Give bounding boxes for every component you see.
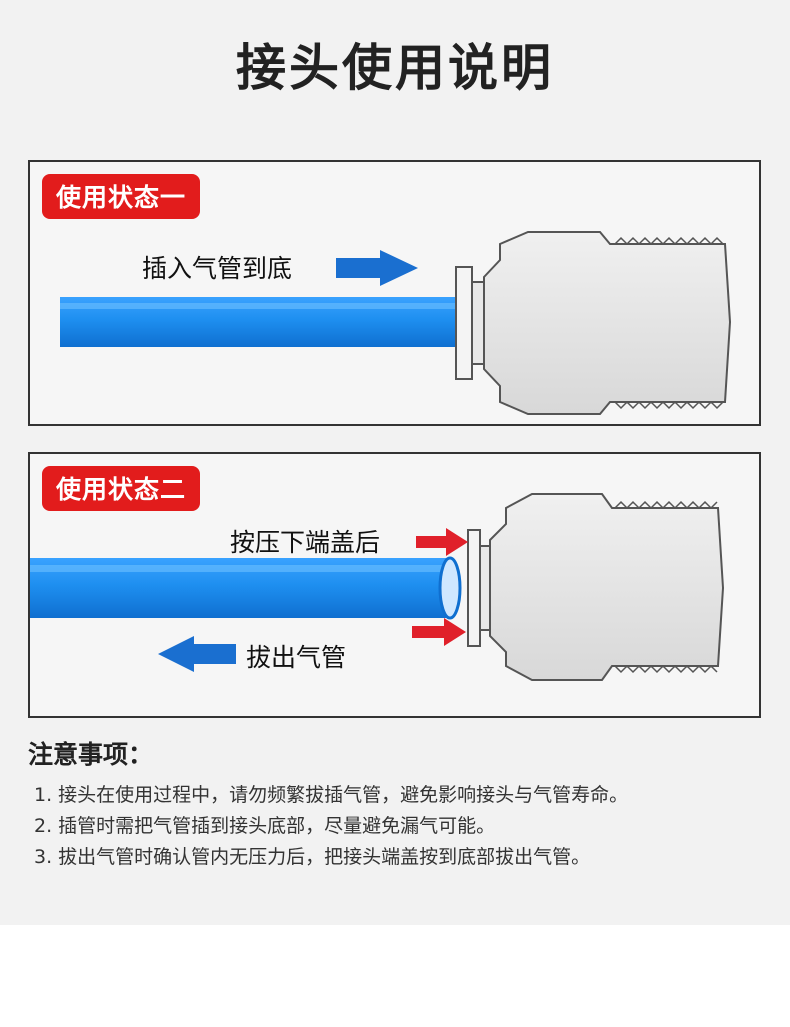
press-instruction: 按压下端盖后 <box>230 528 381 557</box>
page-title: 接头使用说明 <box>236 39 554 97</box>
note-item: 2. 插管时需把气管插到接头底部，尽量避免漏气可能。 <box>34 815 496 837</box>
usage-state-1-badge: 使用状态一 <box>42 174 201 219</box>
usage-state-1-panel: 使用状态一 插入气管到底 <box>28 160 761 426</box>
fitting-body <box>489 493 725 681</box>
fitting-cap <box>455 266 473 380</box>
note-item: 1. 接头在使用过程中，请勿频繁拔插气管，避免影响接头与气管寿命。 <box>34 784 629 806</box>
pull-arrow <box>158 636 236 672</box>
usage-state-2-panel: 使用状态二 按压下端盖后 拔出气管 <box>28 452 761 718</box>
insert-instruction: 插入气管到底 <box>142 254 293 283</box>
insert-arrow <box>336 250 418 286</box>
fitting-cap <box>467 529 481 647</box>
tube-end <box>438 556 462 620</box>
note-item: 3. 拔出气管时确认管内无压力后，把接头端盖按到底部拔出气管。 <box>34 846 591 868</box>
press-arrow-bottom <box>412 618 466 646</box>
remove-tube-diagram <box>30 493 725 681</box>
notes-list: 1. 接头在使用过程中，请勿频繁拔插气管，避免影响接头与气管寿命。 2. 插管时… <box>34 780 628 873</box>
press-arrow-top <box>416 528 468 556</box>
fitting-body <box>483 231 732 415</box>
insert-tube-diagram <box>60 231 732 415</box>
usage-state-2-badge: 使用状态二 <box>42 466 201 511</box>
pull-instruction: 拔出气管 <box>246 643 347 672</box>
notes-heading: 注意事项： <box>28 740 154 769</box>
